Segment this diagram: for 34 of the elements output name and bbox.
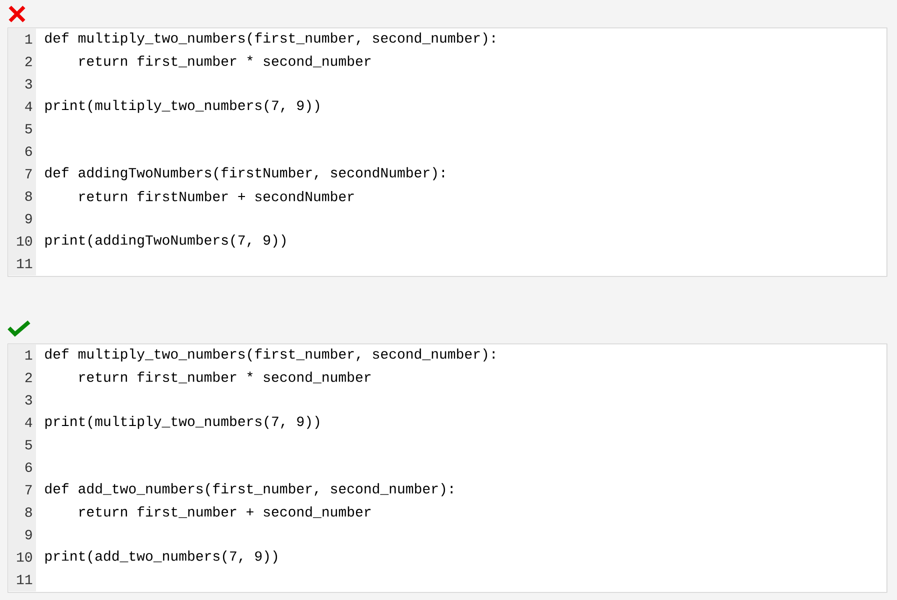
line-number: 3 bbox=[25, 79, 32, 89]
line-number: 6 bbox=[25, 146, 32, 156]
code-line: def add_two_numbers(first_number, second_number): bbox=[45, 483, 452, 496]
line-number: 5 bbox=[25, 440, 32, 450]
line-number: 2 bbox=[25, 56, 32, 66]
line-number: 2 bbox=[25, 372, 32, 382]
line-number: 8 bbox=[25, 191, 32, 201]
code-line: def multiply_two_numbers(first_number, second_number): bbox=[45, 348, 494, 362]
line-number: 7 bbox=[25, 169, 32, 178]
line-number: 1 bbox=[25, 350, 32, 360]
line-number: 10 bbox=[17, 552, 32, 562]
line-number: 9 bbox=[25, 214, 32, 224]
code-line: return first_number * second_number bbox=[79, 56, 371, 68]
code-line: print(add_two_numbers(7, 9)) bbox=[45, 550, 278, 564]
line-number: 4 bbox=[25, 102, 32, 111]
line-number: 10 bbox=[17, 236, 32, 246]
line-number: 1 bbox=[25, 34, 32, 44]
line-number: 4 bbox=[25, 418, 32, 427]
line-number: 6 bbox=[25, 462, 32, 472]
line-number: 11 bbox=[17, 258, 32, 268]
code-line: return first_number * second_number bbox=[79, 372, 371, 384]
line-number: 5 bbox=[25, 124, 32, 134]
line-number: 7 bbox=[25, 485, 32, 494]
code-line: print(multiply_two_numbers(7, 9)) bbox=[45, 100, 320, 113]
code-line: return firstNumber + secondNumber bbox=[79, 191, 354, 202]
line-number: 11 bbox=[17, 574, 32, 584]
code-line: print(addingTwoNumbers(7, 9)) bbox=[45, 234, 286, 248]
code-line: return first_number + second_number bbox=[79, 506, 371, 518]
code-line: def multiply_two_numbers(first_number, second_number): bbox=[45, 32, 494, 46]
code-line: print(multiply_two_numbers(7, 9)) bbox=[45, 416, 320, 429]
line-number: 8 bbox=[25, 507, 32, 517]
code-line: def addingTwoNumbers(firstNumber, secondNumber): bbox=[45, 167, 444, 180]
line-number: 3 bbox=[25, 395, 32, 405]
line-number: 9 bbox=[25, 530, 32, 540]
